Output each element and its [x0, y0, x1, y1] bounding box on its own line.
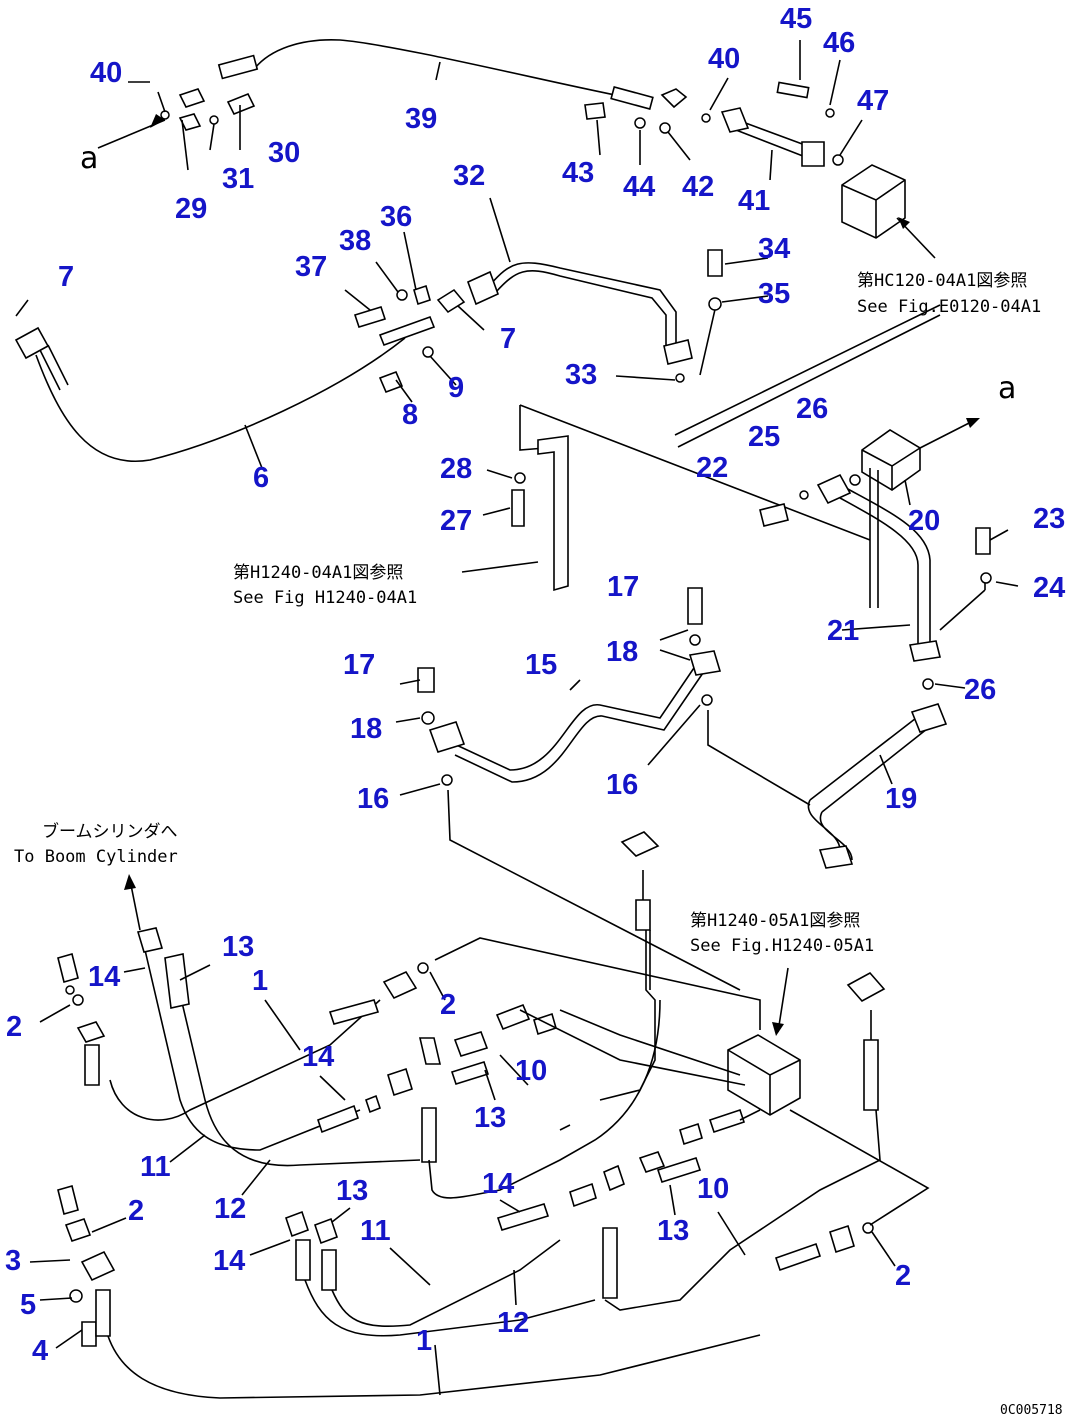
hose-6-tube-32-assembly	[14, 197, 769, 469]
callout-33: 33	[565, 359, 597, 391]
callout-26: 26	[796, 393, 828, 425]
callout-16: 16	[357, 783, 389, 815]
callout-32: 32	[453, 160, 485, 192]
callout-40: 40	[90, 57, 122, 89]
callout-25: 25	[748, 421, 780, 453]
callout-7: 7	[58, 261, 74, 293]
callout-44: 44	[623, 171, 655, 203]
callout-13: 13	[657, 1215, 689, 1247]
callout-27: 27	[440, 505, 472, 537]
callout-16: 16	[606, 769, 638, 801]
ref-note-3-en: See Fig.H1240-05A1	[690, 936, 874, 956]
boom-note-jp: ブームシリンダへ	[42, 821, 178, 842]
callout-2: 2	[440, 989, 456, 1021]
callout-28: 28	[440, 453, 472, 485]
callout-36: 36	[380, 201, 412, 233]
callout-18: 18	[350, 713, 382, 745]
callout-15: 15	[525, 649, 557, 681]
callout-24: 24	[1033, 572, 1065, 604]
ref-note-2-jp: 第H1240-04A1図参照	[233, 563, 403, 583]
callout-14: 14	[302, 1041, 334, 1073]
callout-10: 10	[515, 1055, 547, 1087]
callout-2: 2	[6, 1011, 22, 1043]
callout-45: 45	[780, 3, 812, 35]
callout-18: 18	[606, 636, 638, 668]
callout-14: 14	[482, 1168, 514, 1200]
callout-11: 11	[140, 1151, 171, 1183]
ref-note-2-en: See Fig H1240-04A1	[233, 588, 417, 608]
callout-35: 35	[758, 278, 790, 310]
callout-19: 19	[885, 783, 917, 815]
hose-39-assembly	[97, 39, 936, 259]
callout-23: 23	[1033, 503, 1065, 535]
view-mark-a-top: a	[80, 141, 98, 176]
callout-21: 21	[827, 615, 859, 647]
callout-46: 46	[823, 27, 855, 59]
ref-note-1-en: See Fig.E0120-04A1	[857, 297, 1041, 317]
callout-47: 47	[857, 85, 889, 117]
callout-31: 31	[222, 163, 254, 195]
callout-13: 13	[474, 1102, 506, 1134]
view-mark-a-right: a	[998, 371, 1016, 406]
callout-3: 3	[5, 1245, 21, 1277]
callout-17: 17	[607, 571, 639, 603]
bracket-and-tubes	[395, 304, 1019, 991]
boom-note-en: To Boom Cylinder	[14, 847, 178, 867]
callout-1: 1	[416, 1325, 432, 1357]
callout-40: 40	[708, 43, 740, 75]
callout-20: 20	[908, 505, 940, 537]
callout-39: 39	[405, 103, 437, 135]
callout-numbers: 45 46 40 40 47 39 30 31 29 43 44 42 41 3…	[5, 3, 1065, 1367]
ref-note-3-jp: 第H1240-05A1図参照	[690, 911, 860, 931]
callout-4: 4	[32, 1335, 48, 1367]
callout-13: 13	[222, 931, 254, 963]
callout-34: 34	[758, 233, 790, 265]
callout-1: 1	[252, 965, 268, 997]
callout-37: 37	[295, 251, 327, 283]
callout-6: 6	[253, 462, 269, 494]
callout-29: 29	[175, 193, 207, 225]
callout-43: 43	[562, 157, 594, 189]
lower-hose-assembly	[29, 831, 930, 1399]
callout-17: 17	[343, 649, 375, 681]
callout-10: 10	[697, 1173, 729, 1205]
reference-notes: 第HC120-04A1図参照 See Fig.E0120-04A1 第H1240…	[14, 141, 1063, 1418]
callout-30: 30	[268, 137, 300, 169]
callout-14: 14	[213, 1245, 245, 1277]
callout-41: 41	[738, 185, 770, 217]
callout-8: 8	[402, 399, 418, 431]
callout-2: 2	[128, 1195, 144, 1227]
drawing-code: 0C005718	[1000, 1403, 1063, 1418]
callout-9: 9	[448, 372, 464, 404]
ref-note-1-jp: 第HC120-04A1図参照	[857, 271, 1027, 291]
callout-22: 22	[696, 452, 728, 484]
callout-38: 38	[339, 225, 371, 257]
callout-42: 42	[682, 171, 714, 203]
callout-5: 5	[20, 1289, 36, 1321]
callout-12: 12	[497, 1307, 529, 1339]
callout-12: 12	[214, 1193, 246, 1225]
callout-13: 13	[336, 1175, 368, 1207]
callout-14: 14	[88, 961, 120, 993]
callout-11: 11	[360, 1215, 391, 1247]
callout-7: 7	[500, 323, 516, 355]
callout-2: 2	[895, 1260, 911, 1292]
callout-26: 26	[964, 674, 996, 706]
